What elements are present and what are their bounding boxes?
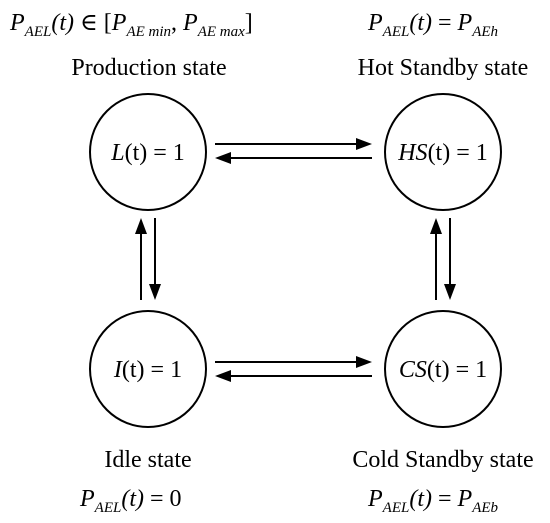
production-node-label: L(t) = 1 [110, 140, 185, 166]
arrow-production-to-idle [149, 218, 161, 300]
arrow-hot-standby-to-cold-standby [444, 218, 456, 300]
arrow-idle-to-production [135, 218, 147, 300]
idle-node-label: I(t) = 1 [113, 357, 182, 383]
hot-standby-state-label: Hot Standby state [358, 55, 529, 81]
hot-standby-state-node: HS(t) = 1 [384, 93, 502, 211]
idle-state-node: I(t) = 1 [89, 310, 207, 428]
cold-standby-power-formula: PAEL(t) = PAEb [367, 486, 499, 516]
arrow-cold-standby-to-idle [215, 370, 372, 382]
arrow-hot-standby-to-production [215, 152, 372, 164]
idle-state-label: Idle state [104, 447, 191, 473]
hot-standby-power-formula: PAEL(t) = PAEh [367, 10, 498, 40]
arrow-production-to-hot-standby [215, 138, 372, 150]
arrow-idle-to-cold-standby [215, 356, 372, 368]
arrow-cold-standby-to-hot-standby [430, 218, 442, 300]
idle-power-formula: PAEL(t) = 0 [79, 486, 182, 516]
cold-standby-node-label: CS(t) = 1 [399, 357, 487, 383]
cold-standby-state-label: Cold Standby state [352, 447, 533, 473]
production-state-label: Production state [71, 55, 226, 81]
cold-standby-state-node: CS(t) = 1 [384, 310, 502, 428]
production-power-formula: PAEL(t) ∈ [PAE min, PAE max] [9, 10, 253, 40]
production-state-node: L(t) = 1 [89, 93, 207, 211]
hot-standby-node-label: HS(t) = 1 [397, 140, 488, 166]
